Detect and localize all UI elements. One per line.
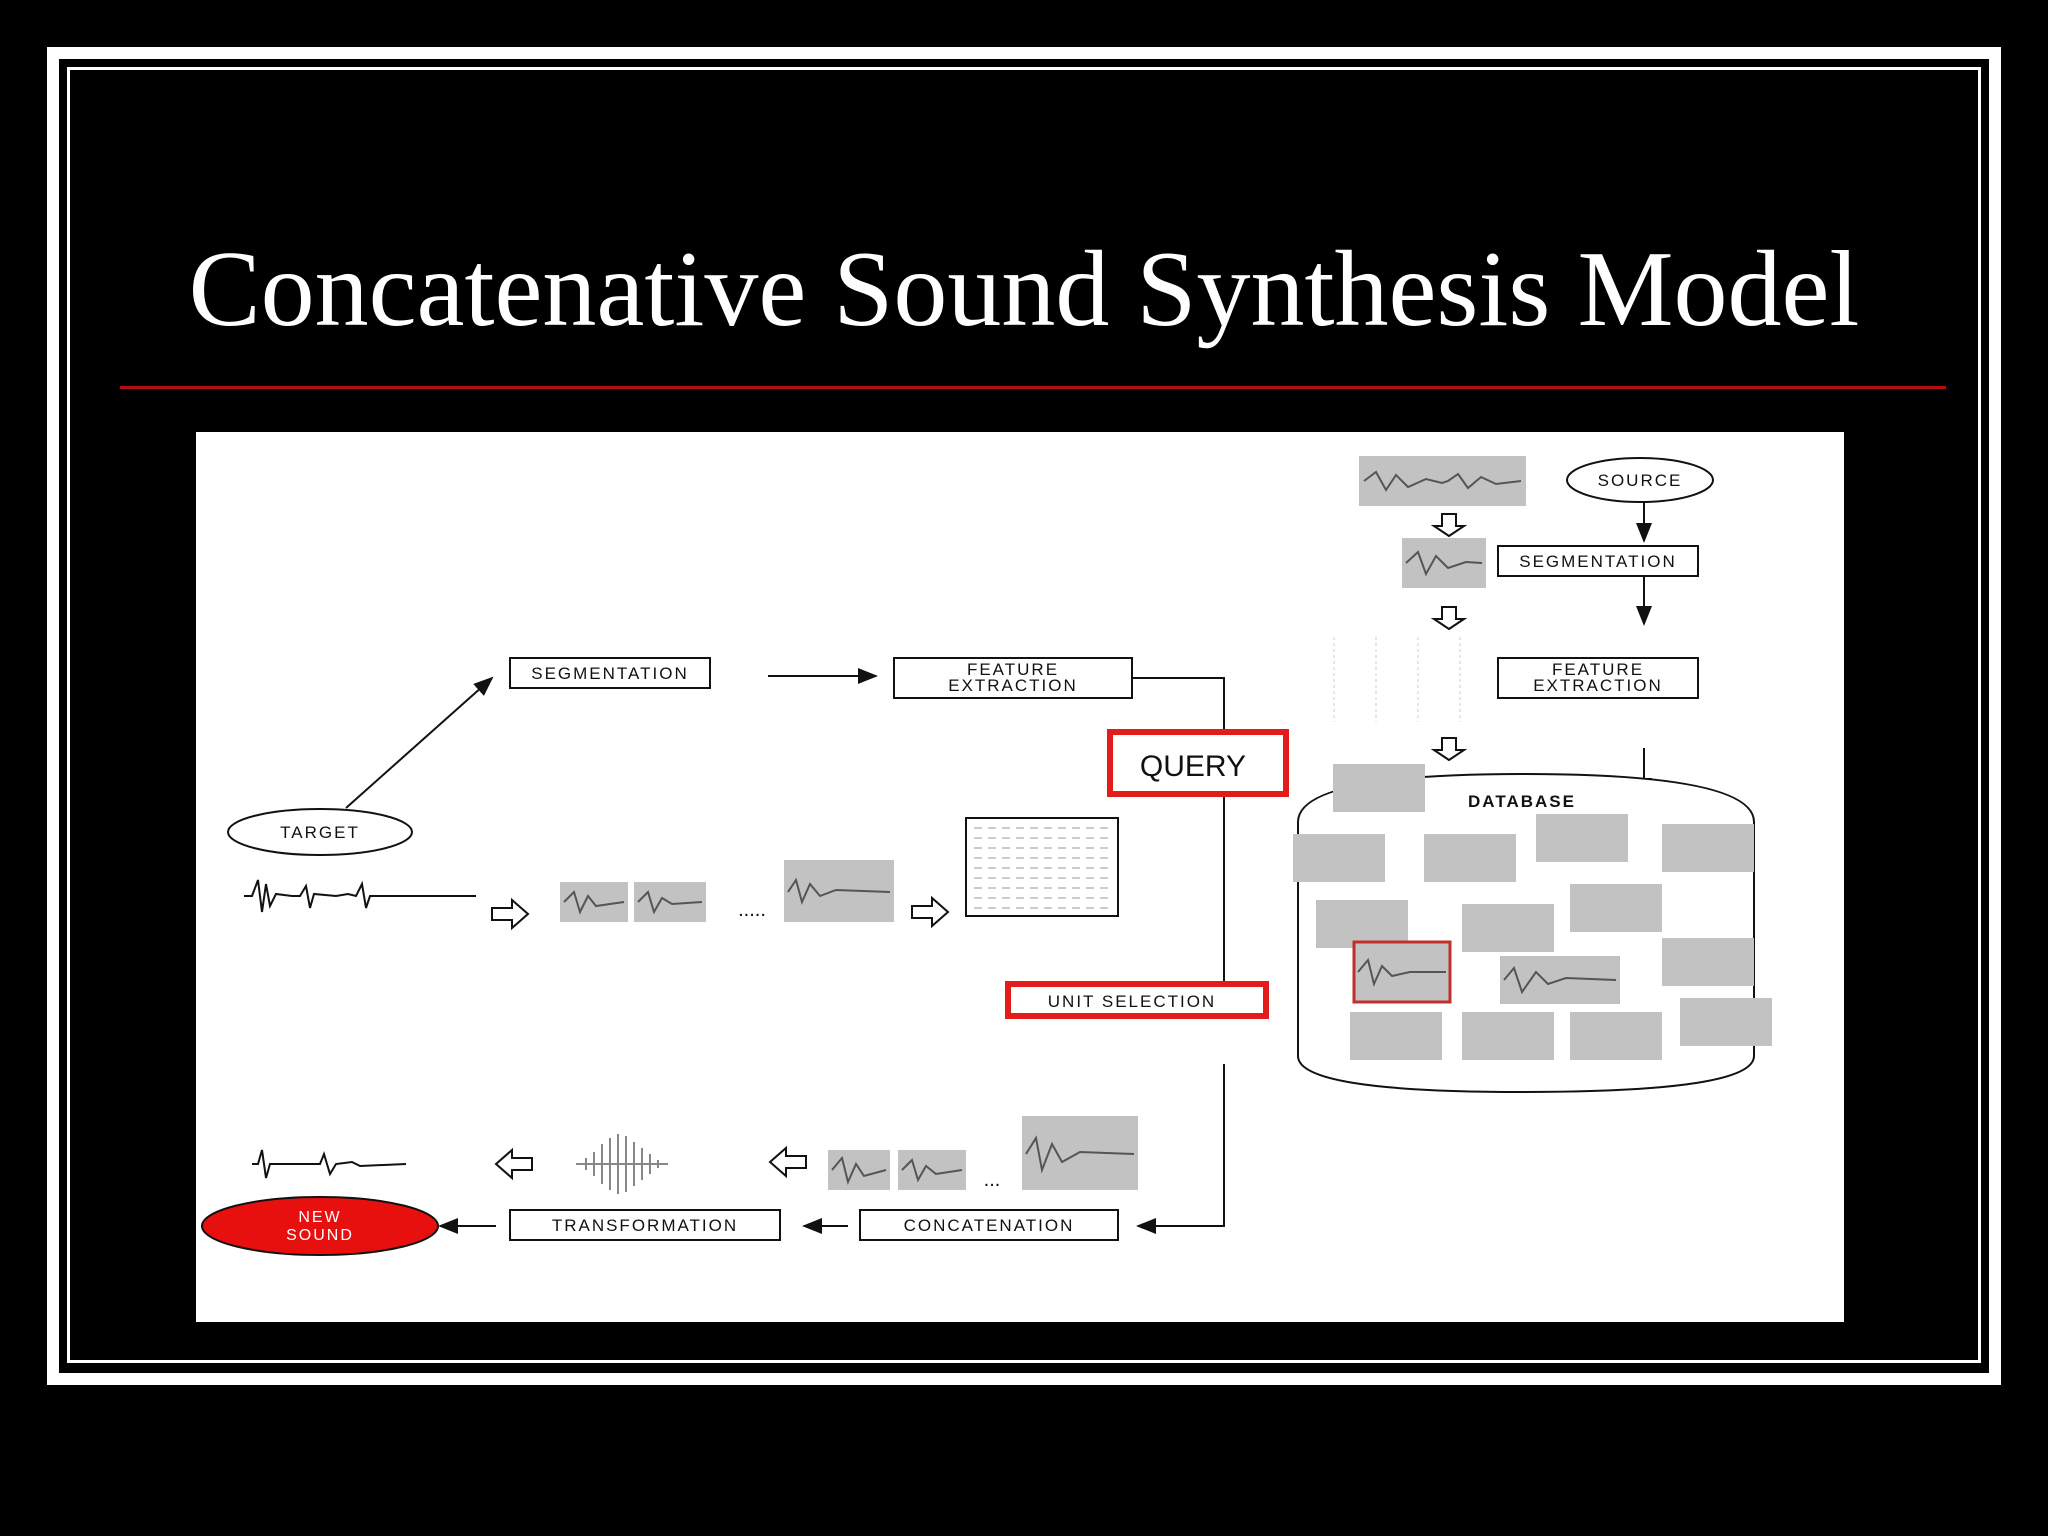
- database-unit-waveform: [1503, 965, 1617, 995]
- output-hollow-arrow-1: [494, 1147, 533, 1181]
- concatenation-box: [859, 1209, 1119, 1241]
- target-feature-table: [965, 817, 1119, 917]
- query-connector: [1132, 677, 1225, 984]
- target-feature-extraction-label-1: FEATURE: [967, 660, 1059, 679]
- slide-inner-frame: [67, 67, 1981, 1363]
- source-segmentation-label: SEGMENTATION: [1519, 552, 1677, 571]
- feature-values-source: [1333, 637, 1461, 722]
- slide-outer-frame: [47, 47, 2001, 1385]
- source-down-arrow-2: [1430, 606, 1468, 631]
- source-segmentation-box: [1497, 545, 1699, 577]
- target-segmentation-box: [509, 657, 711, 689]
- output-waveform: [252, 1149, 407, 1179]
- target-segmentation-label: SEGMENTATION: [531, 664, 689, 683]
- target-feature-extraction-label-2: EXTRACTION: [948, 676, 1078, 695]
- transformed-waveform: [576, 1134, 668, 1194]
- selected-units-ellipsis: ...: [984, 1169, 1001, 1191]
- output-hollow-arrow-2: [768, 1145, 807, 1179]
- new-sound-label-1: NEW: [298, 1209, 341, 1226]
- selection-connector: [1136, 1064, 1225, 1234]
- source-down-arrow-3: [1430, 737, 1468, 762]
- source-feature-extraction-label-1: FEATURE: [1552, 660, 1644, 679]
- source-label: SOURCE: [1598, 471, 1683, 490]
- database-units: [1293, 764, 1772, 1060]
- source-waveform-image: [1359, 456, 1526, 506]
- title-divider: [120, 386, 1946, 389]
- target-feature-table-rows: [974, 827, 1110, 909]
- database-label: DATABASE: [1468, 792, 1576, 811]
- source-feature-extraction-label-2: EXTRACTION: [1533, 676, 1663, 695]
- transformation-box: [509, 1209, 781, 1241]
- target-waveform: [244, 879, 476, 913]
- new-sound-label-2: SOUND: [286, 1227, 354, 1244]
- source-down-arrow-1: [1430, 513, 1468, 538]
- target-segments-ellipsis: .....: [738, 899, 766, 921]
- transformation-label: TRANSFORMATION: [552, 1216, 738, 1235]
- selected-unit-waveform: [1357, 957, 1446, 988]
- source-segment-waveform: [1405, 550, 1483, 577]
- target-hollow-arrow-1: [491, 897, 530, 931]
- source-feature-extraction-box: [1497, 657, 1699, 699]
- unit-selection-box: [1005, 981, 1269, 1019]
- slide-title: Concatenative Sound Synthesis Model: [188, 230, 1860, 349]
- target-label: TARGET: [280, 823, 360, 842]
- unit-selection-label: UNIT SELECTION: [1048, 992, 1216, 1011]
- synthesis-diagram: SOURCE SEGMENTATION FEATURE EXTRACTION D…: [196, 432, 1844, 1322]
- source-node: [1566, 457, 1714, 503]
- new-sound-node: [201, 1196, 439, 1256]
- query-label: QUERY: [1140, 750, 1246, 783]
- concatenation-label: CONCATENATION: [904, 1216, 1075, 1235]
- source-waveform: [1363, 470, 1522, 492]
- query-highlight-box: [1107, 729, 1289, 797]
- target-hollow-arrow-2: [911, 895, 950, 929]
- target-node: [227, 808, 413, 856]
